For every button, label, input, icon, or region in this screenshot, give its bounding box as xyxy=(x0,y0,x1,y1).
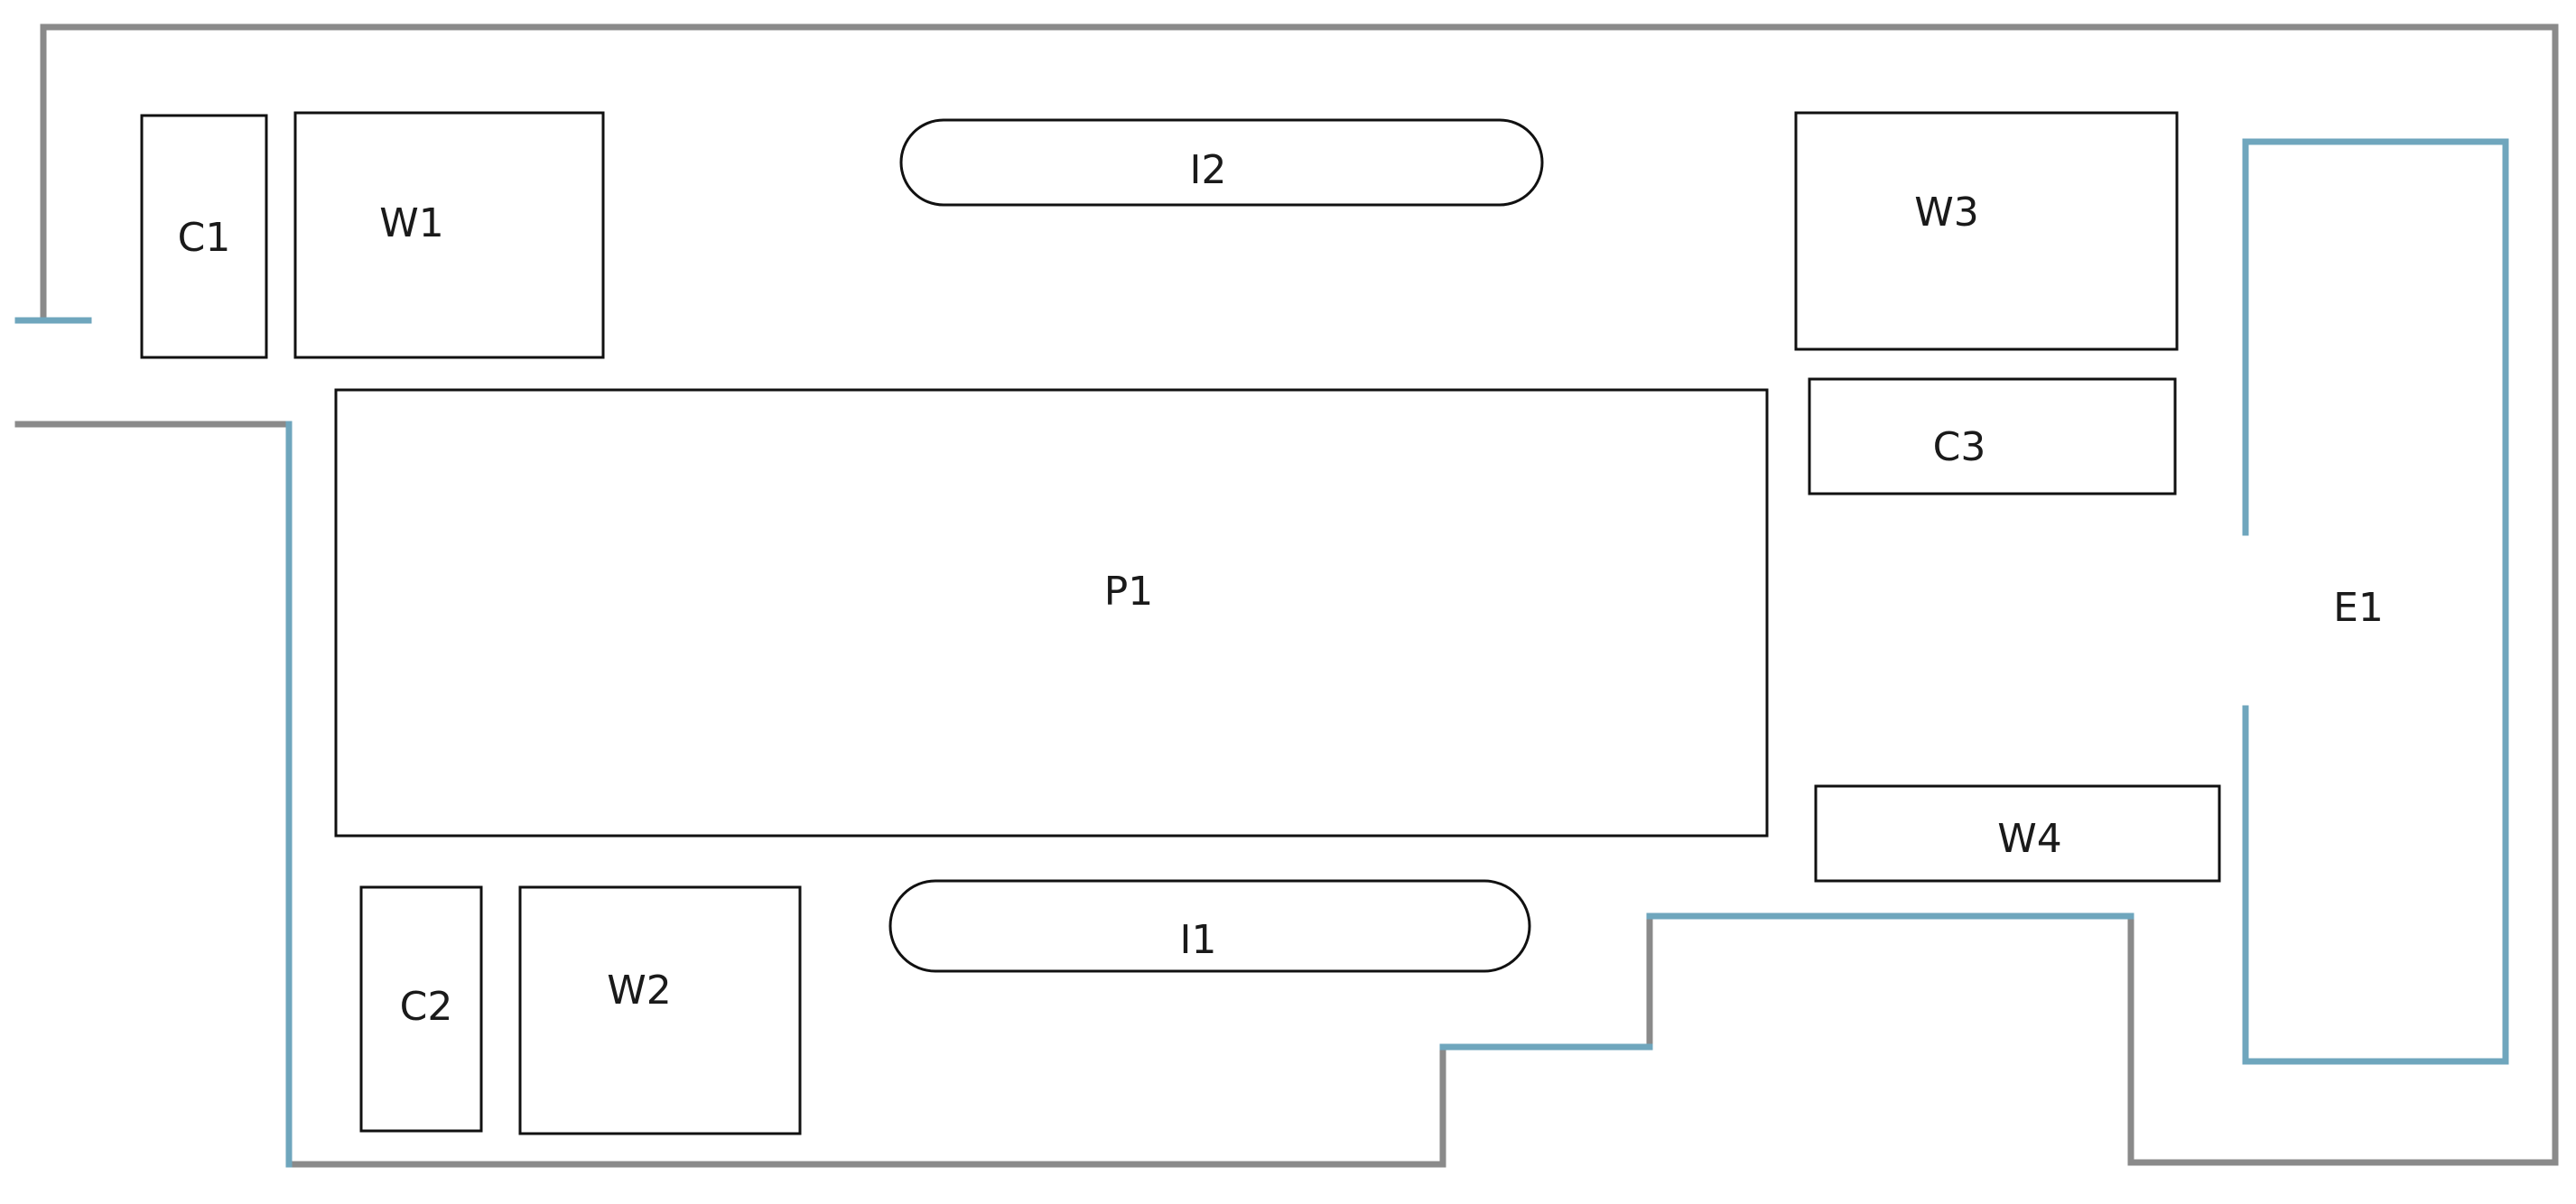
wall-e1-enclosure-top xyxy=(2242,138,2509,1065)
component-w1: W1 xyxy=(293,111,605,359)
label-w4: W4 xyxy=(1997,816,2062,862)
component-i2: I2 xyxy=(899,118,1544,207)
component-w2: W2 xyxy=(518,885,802,1135)
blue-walls xyxy=(14,138,2509,1168)
wall-top-left xyxy=(40,23,2559,1166)
wall-bottom xyxy=(285,1043,1446,1168)
outer-walls xyxy=(14,23,2559,1168)
label-w2: W2 xyxy=(607,968,672,1014)
label-e1: E1 xyxy=(2333,585,2384,631)
component-c3: C3 xyxy=(1808,377,2177,495)
label-p1: P1 xyxy=(1104,569,1154,615)
component-c2: C2 xyxy=(359,885,483,1133)
label-c1: C1 xyxy=(178,215,231,261)
component-c1: C1 xyxy=(140,114,268,359)
component-e1: E1 xyxy=(2333,585,2384,631)
label-i1: I1 xyxy=(1180,917,1217,963)
label-w3: W3 xyxy=(1914,190,1979,236)
component-w4: W4 xyxy=(1814,784,2221,883)
component-w3: W3 xyxy=(1794,111,2179,351)
label-i2: I2 xyxy=(1190,147,1227,193)
component-p1: P1 xyxy=(334,388,1769,838)
label-c3: C3 xyxy=(1933,424,1986,470)
label-c2: C2 xyxy=(400,984,453,1030)
component-i1: I1 xyxy=(888,879,1531,973)
label-w1: W1 xyxy=(379,200,444,246)
